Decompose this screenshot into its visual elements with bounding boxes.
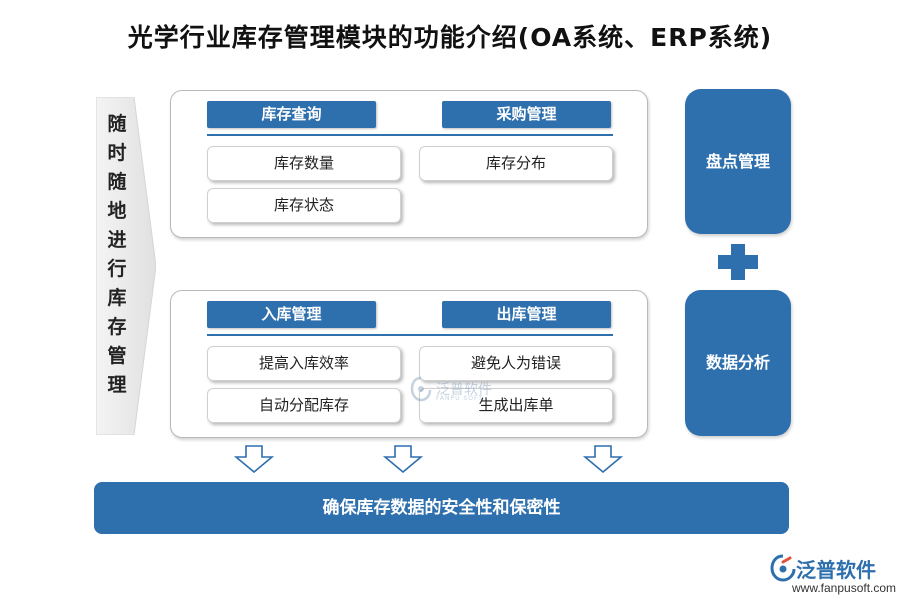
watermark-text: 泛普软件 bbox=[436, 382, 492, 398]
brand-name: 泛普软件 bbox=[796, 558, 876, 582]
item-avoid-human-error: 避免人为错误 bbox=[419, 346, 613, 381]
item-auto-allocate-inventory: 自动分配库存 bbox=[207, 388, 401, 423]
item-inventory-distribution: 库存分布 bbox=[419, 146, 613, 181]
side-char: 随 bbox=[107, 171, 127, 193]
header-inbound-management: 入库管理 bbox=[207, 301, 376, 328]
fanpu-logo-icon bbox=[770, 554, 796, 582]
side-char: 存 bbox=[107, 316, 127, 338]
side-label: 随 时 随 地 进 行 库 存 管 理 bbox=[100, 110, 134, 400]
side-char: 进 bbox=[107, 229, 127, 251]
side-char: 时 bbox=[107, 142, 127, 164]
inventory-query-panel: 库存查询 采购管理 库存数量 库存分布 库存状态 bbox=[170, 90, 648, 238]
side-char: 管 bbox=[107, 345, 127, 367]
data-analysis-box: 数据分析 bbox=[685, 290, 791, 436]
watermark: 泛普软件 FANPU SOFT bbox=[410, 376, 510, 406]
divider bbox=[207, 134, 613, 136]
down-arrow-icon bbox=[583, 445, 623, 473]
left-chevron-arrow bbox=[96, 97, 156, 435]
down-arrow-icon bbox=[234, 445, 274, 473]
fanpu-logo-icon bbox=[410, 376, 432, 402]
header-outbound-management: 出库管理 bbox=[442, 301, 611, 328]
brand-logo: 泛普软件 www.fanpusoft.com bbox=[770, 554, 900, 600]
plus-icon bbox=[718, 244, 758, 280]
page-title: 光学行业库存管理模块的功能介绍(OA系统、ERP系统) bbox=[127, 23, 773, 52]
side-char: 地 bbox=[107, 200, 127, 222]
side-char: 随 bbox=[107, 113, 127, 135]
side-char: 库 bbox=[107, 287, 127, 309]
header-inventory-query: 库存查询 bbox=[207, 101, 376, 128]
down-arrow-icon bbox=[383, 445, 423, 473]
item-generate-outbound-order: 生成出库单 bbox=[419, 388, 613, 423]
brand-url[interactable]: www.fanpusoft.com bbox=[792, 581, 897, 595]
divider bbox=[207, 334, 613, 336]
side-char: 理 bbox=[107, 374, 127, 396]
inbound-outbound-panel: 入库管理 出库管理 提高入库效率 避免人为错误 自动分配库存 生成出库单 bbox=[170, 290, 648, 438]
item-improve-inbound-efficiency: 提高入库效率 bbox=[207, 346, 401, 381]
header-purchase-management: 采购管理 bbox=[442, 101, 611, 128]
item-inventory-quantity: 库存数量 bbox=[207, 146, 401, 181]
inventory-count-box: 盘点管理 bbox=[685, 89, 791, 234]
item-inventory-status: 库存状态 bbox=[207, 188, 401, 223]
watermark-sub: FANPU SOFT bbox=[436, 395, 483, 402]
side-char: 行 bbox=[107, 258, 127, 280]
security-summary-bar: 确保库存数据的安全性和保密性 bbox=[94, 482, 789, 534]
